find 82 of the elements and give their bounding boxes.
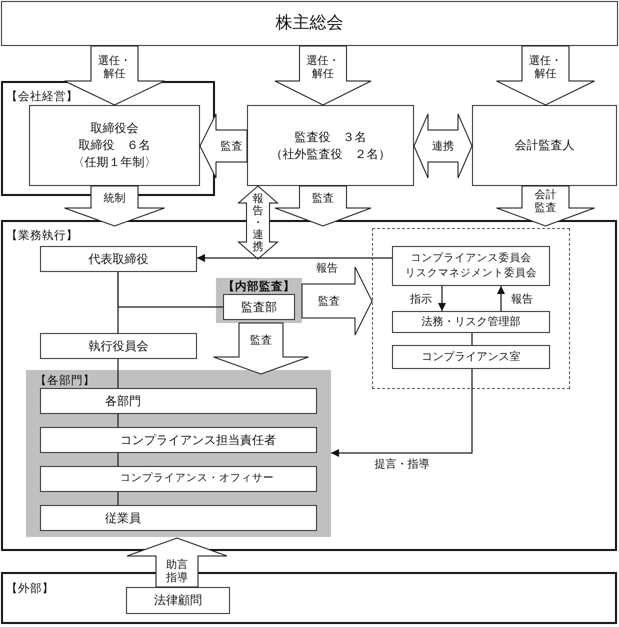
block-arrow <box>496 46 595 106</box>
arrow <box>331 369 473 457</box>
edge-label: 会計監査 <box>534 188 558 214</box>
process-box <box>29 105 200 186</box>
box-label: リスクマネジメント委員会 <box>405 267 537 280</box>
block-arrow <box>64 186 165 227</box>
box-label: コンプライアンス・オフィサー <box>120 472 274 486</box>
box-label: 各部門 <box>105 394 141 408</box>
double-block-arrow <box>413 114 473 178</box>
double-block-arrow <box>237 185 279 260</box>
edge-label: 報告 <box>509 292 535 306</box>
box-label: 監査部 <box>241 300 277 314</box>
process-box <box>392 246 550 286</box>
process-box <box>40 246 197 272</box>
edge-label: 監査 <box>220 139 242 153</box>
edge-label: 選任・解任 <box>528 54 563 80</box>
edge-label: 報告 <box>314 261 340 275</box>
block-arrow <box>274 186 372 227</box>
block-arrow <box>199 114 248 178</box>
process-box <box>392 345 550 369</box>
edge-label: 連携 <box>432 139 454 153</box>
process-box <box>472 105 617 186</box>
box-label: コンプライアンス委員会 <box>410 252 532 265</box>
group-panel <box>216 278 302 323</box>
dashed-group-frame <box>372 228 570 389</box>
connector-line <box>117 272 223 308</box>
connector-line <box>117 492 119 505</box>
box-label: 従業員 <box>105 510 141 526</box>
group-heading: 【内部監査】 <box>223 279 295 294</box>
box-label: 取締役 ６名 <box>78 138 150 153</box>
process-box <box>40 388 317 414</box>
connector-line <box>117 359 119 388</box>
edge-label: 監査 <box>318 294 340 308</box>
process-box <box>40 466 317 492</box>
group-heading: 【会社経営】 <box>6 89 78 104</box>
arrow <box>497 286 505 311</box>
box-label: 監査役 ３名 <box>294 130 366 144</box>
edge-label: 報告・連携 <box>252 192 264 253</box>
process-box <box>1 1 618 46</box>
edge-label: 統制 <box>104 191 126 205</box>
box-label: （社外監査役 ２名） <box>270 146 390 162</box>
connector-line <box>117 453 119 466</box>
box-label: 執行役員会 <box>88 338 148 354</box>
group-frame <box>1 220 617 551</box>
block-arrow <box>496 186 595 227</box>
edge-label: 提言・指導 <box>372 457 432 471</box>
block-arrow <box>274 46 372 106</box>
box-label: 株主総会 <box>276 12 344 34</box>
group-heading: 【外部】 <box>6 581 54 596</box>
group-frame <box>1 572 617 624</box>
group-panel <box>26 370 331 537</box>
block-arrow <box>126 537 228 588</box>
edge-label: 監査 <box>250 333 272 347</box>
block-arrow <box>213 322 309 375</box>
process-box <box>40 333 197 359</box>
box-label: 法務・リスク管理部 <box>422 315 520 329</box>
process-box <box>40 427 317 453</box>
process-box <box>126 587 230 614</box>
box-label: コンプライアンス室 <box>422 350 520 364</box>
process-box <box>247 105 414 186</box>
block-arrow <box>64 46 165 106</box>
edge-label: 監査 <box>312 191 334 205</box>
arrow <box>438 286 446 311</box>
block-arrow <box>302 266 373 336</box>
group-heading: 【各部門】 <box>35 373 95 388</box>
box-label: 取締役会 <box>90 121 138 136</box>
box-label: コンプライアンス担当責任者 <box>120 432 276 448</box>
box-label: 会計監査人 <box>514 138 574 153</box>
edge-label: 選任・解任 <box>306 54 340 80</box>
box-label: 代表取締役 <box>88 252 148 266</box>
connector-line <box>117 414 119 427</box>
edge-label: 助言指導 <box>165 558 189 584</box>
connector-line <box>471 333 473 345</box>
process-box <box>40 505 317 531</box>
edge-label: 選任・解任 <box>97 54 132 80</box>
process-box <box>392 311 550 333</box>
group-heading: 【業務執行】 <box>6 228 78 242</box>
arrow <box>197 254 392 262</box>
edge-label: 指示 <box>408 292 434 306</box>
box-label: 〈任期１年制〉 <box>72 155 156 170</box>
box-label: 法律顧問 <box>154 593 202 608</box>
process-box <box>223 294 295 320</box>
